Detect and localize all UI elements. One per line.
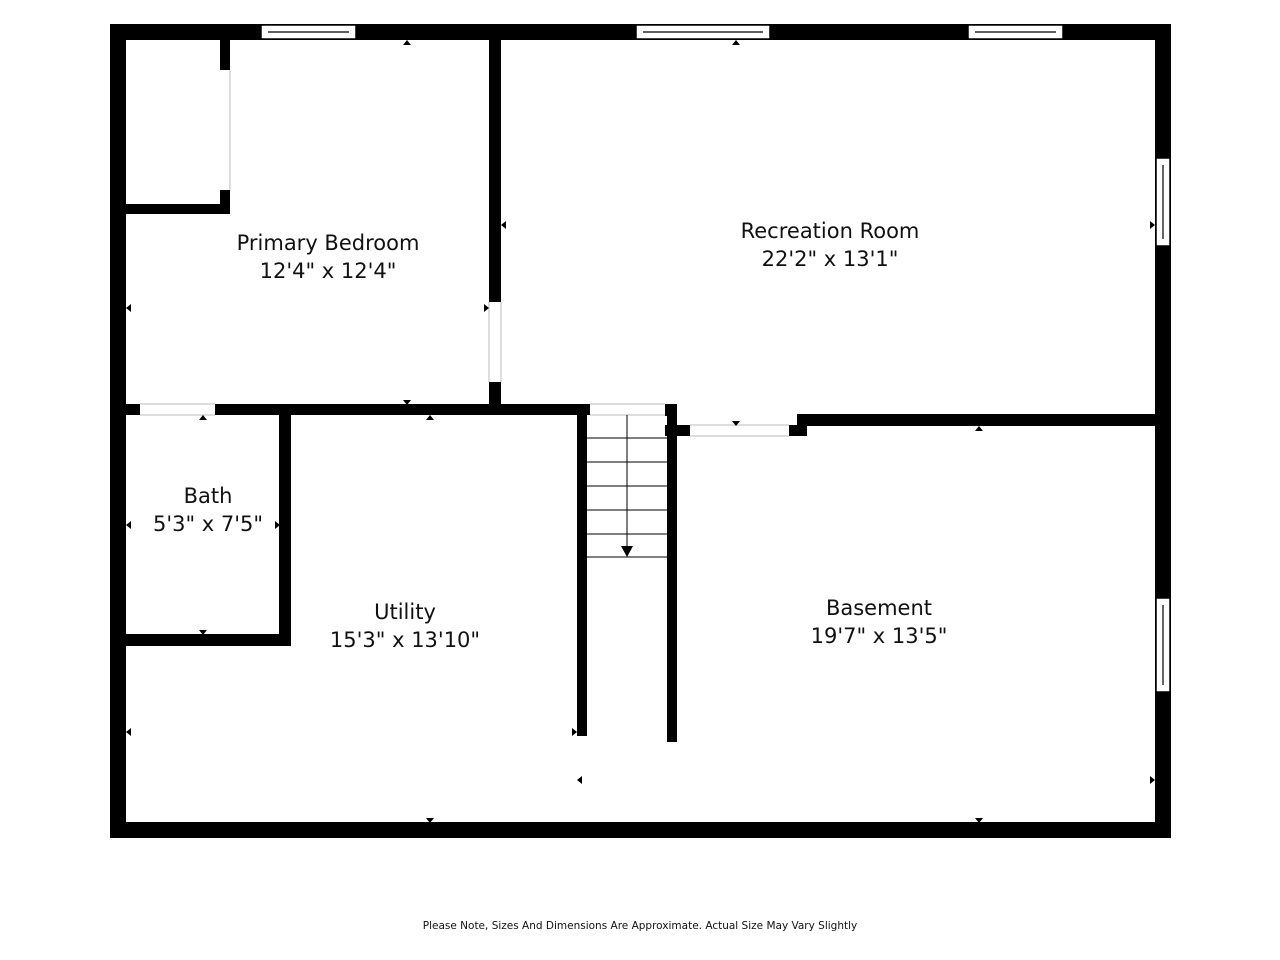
window-basement-right [1155,597,1171,693]
window-rec-top-right [967,24,1064,40]
rec-basement-wall-left [665,425,690,436]
marker-bedroom-left [126,304,131,312]
door-openings [140,70,789,437]
outer-wall-right [1155,24,1171,838]
marker-bath-left [126,521,131,529]
utility-dims: 15'3" x 13'10" [330,628,480,652]
marker-basement-left [577,776,582,784]
marker-bath-bottom [199,630,207,635]
marker-rec-right [1150,221,1155,229]
marker-bedroom-right [484,304,489,312]
stair-down-arrow-icon [621,546,633,557]
marker-utility-bottom [426,818,434,823]
closet-wall-right-upper [220,40,230,70]
marker-basement-right [1150,776,1155,784]
bath-dims: 5'3" x 7'5" [153,512,263,536]
rec-basement-wall-post [789,425,807,436]
outer-wall-left [110,24,126,838]
outer-wall-bottom [110,822,1171,838]
basement-dims: 19'7" x 13'5" [811,624,948,648]
room-labels: Primary Bedroom 12'4" x 12'4" Recreation… [153,219,947,652]
primary-bedroom-name: Primary Bedroom [237,231,420,255]
marker-utility-right [572,728,577,736]
bath-name: Bath [184,484,233,508]
stair-wall-left [577,404,587,736]
marker-basement-bottom [975,818,983,823]
marker-rec-bottom [732,421,740,426]
recreation-room-name: Recreation Room [741,219,920,243]
utility-name: Utility [374,600,436,624]
disclaimer-note: Please Note, Sizes And Dimensions Are Ap… [422,920,858,932]
bath-wall-bottom [126,634,291,646]
marker-rec-left [501,221,506,229]
basement-name: Basement [826,596,932,620]
stair-wall-right [667,404,677,742]
staircase [587,415,667,558]
marker-utility-top [426,415,434,420]
window-bedroom-top [260,24,357,40]
measurement-markers [126,40,1155,823]
interior-walls [126,40,1155,742]
marker-utility-left [126,728,131,736]
marker-basement-top [975,426,983,431]
closet-wall-right-lower [220,190,230,214]
closet-wall-bottom [126,204,230,214]
recreation-room-dims: 22'2" x 13'1" [762,247,899,271]
bedroom-bottom-wall [215,404,590,415]
outer-walls [110,24,1171,838]
window-rec-top-left [635,24,771,40]
marker-bedroom-top [403,40,411,45]
rec-basement-wall [797,414,1155,426]
bath-wall-right [279,415,291,646]
marker-bedroom-bottom [403,400,411,405]
bedroom-rec-wall-upper [489,40,501,302]
bedroom-bottom-wall-left [126,404,140,415]
window-rec-right [1155,157,1171,247]
primary-bedroom-dims: 12'4" x 12'4" [260,259,397,283]
marker-bath-right [275,521,280,529]
marker-rec-top [732,40,740,45]
windows [260,24,1171,693]
marker-bath-top [199,415,207,420]
